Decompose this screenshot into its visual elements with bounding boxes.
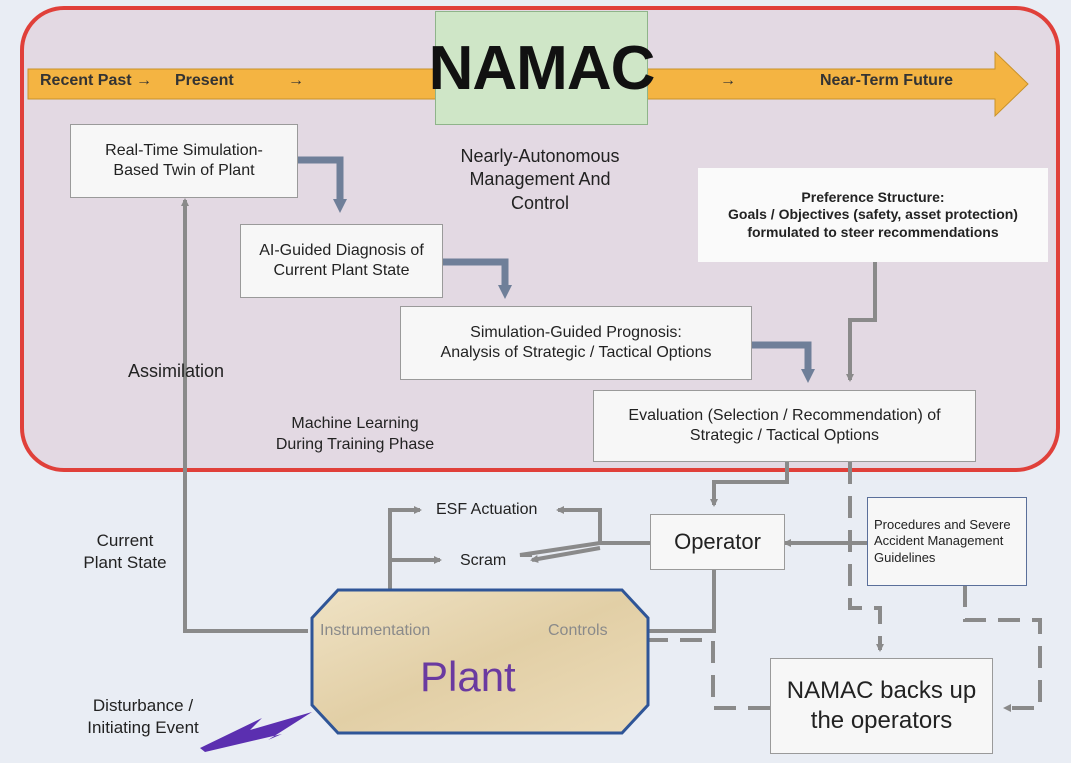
evaluation-box: Evaluation (Selection / Recommendation) … bbox=[593, 390, 976, 462]
procedures-line: Guidelines bbox=[874, 549, 936, 565]
backup-line: the operators bbox=[810, 707, 953, 734]
digital-twin-line: Real-Time Simulation- bbox=[105, 142, 263, 159]
lightning-bolt-icon bbox=[200, 712, 312, 752]
disturbance-line: Disturbance / bbox=[92, 696, 194, 715]
namac-region bbox=[20, 6, 1060, 472]
title-caption-line: Management And Control bbox=[469, 169, 611, 213]
prognosis-box: Simulation-Guided Prognosis: Analysis of… bbox=[400, 306, 752, 380]
namac-backup-box: NAMAC backs up the operators bbox=[770, 658, 993, 754]
timeline-near-term-future: Near-Term Future bbox=[820, 72, 954, 89]
disturbance-line: Initiating Event bbox=[87, 718, 199, 738]
timeline-arrow-2: → bbox=[720, 72, 736, 89]
prognosis-line: Analysis of Strategic / Tactical Options bbox=[440, 344, 712, 361]
current-plant-state-line: Current bbox=[96, 531, 154, 550]
machine-learning-line: During Training Phase bbox=[275, 435, 435, 453]
digital-twin-line: Based Twin of Plant bbox=[113, 162, 255, 179]
preference-line: Preference Structure: bbox=[801, 188, 945, 205]
machine-learning-line: Machine Learning bbox=[291, 415, 419, 432]
procedures-line: Accident Management bbox=[874, 533, 1004, 549]
plant-label: Plant bbox=[420, 653, 516, 700]
digital-twin-box: Real-Time Simulation- Based Twin of Plan… bbox=[70, 124, 298, 198]
current-plant-state-line: Plant State bbox=[83, 553, 167, 573]
timeline-present: Present bbox=[175, 72, 234, 89]
thin-connectors bbox=[181, 198, 877, 635]
procedures-line: Procedures and Severe bbox=[874, 517, 1011, 533]
machine-learning-label: Machine Learning During Training Phase bbox=[255, 414, 455, 456]
preference-line: Goals / Objectives (safety, asset protec… bbox=[728, 206, 1018, 223]
namac-title-box: NAMAC bbox=[429, 11, 655, 125]
evaluation-line: Evaluation (Selection / Recommendation) … bbox=[628, 407, 941, 424]
scram-label: Scram bbox=[460, 552, 507, 569]
esf-actuation-label: ESF Actuation bbox=[436, 501, 538, 518]
workflow-connectors bbox=[298, 156, 815, 383]
evaluation-line: Strategic / Tactical Options bbox=[689, 427, 880, 444]
namac-title: NAMAC bbox=[428, 33, 656, 103]
controls-label: Controls bbox=[548, 622, 608, 639]
assimilation-label: Assimilation bbox=[128, 361, 225, 381]
timeline-recent-past: Recent Past → bbox=[40, 72, 153, 89]
operator-label: Operator bbox=[674, 529, 761, 555]
procedures-box: Procedures and Severe Accident Managemen… bbox=[867, 497, 1027, 586]
diagnosis-box: AI-Guided Diagnosis of Current Plant Sta… bbox=[240, 224, 443, 298]
current-plant-state-label: Current Plant State bbox=[70, 530, 180, 574]
backup-line: NAMAC backs up bbox=[786, 677, 977, 704]
title-caption: Nearly-Autonomous Management And Control bbox=[440, 145, 640, 215]
preference-structure-box: Preference Structure: Goals / Objectives… bbox=[698, 168, 1048, 262]
instrumentation-label: Instrumentation bbox=[320, 622, 431, 639]
preference-line: formulated to steer recommendations bbox=[747, 223, 999, 240]
timeline-arrow-1: → bbox=[288, 72, 304, 89]
disturbance-label: Disturbance / Initiating Event bbox=[78, 695, 208, 739]
diagnosis-line: Current Plant State bbox=[273, 262, 410, 279]
prognosis-line: Simulation-Guided Prognosis: bbox=[470, 324, 682, 341]
title-caption-line: Nearly-Autonomous bbox=[460, 146, 620, 166]
plant-shape bbox=[310, 588, 650, 735]
backup-dashed-connectors bbox=[638, 462, 1042, 712]
diagnosis-line: AI-Guided Diagnosis of bbox=[259, 242, 424, 259]
operator-box: Operator bbox=[650, 514, 785, 570]
